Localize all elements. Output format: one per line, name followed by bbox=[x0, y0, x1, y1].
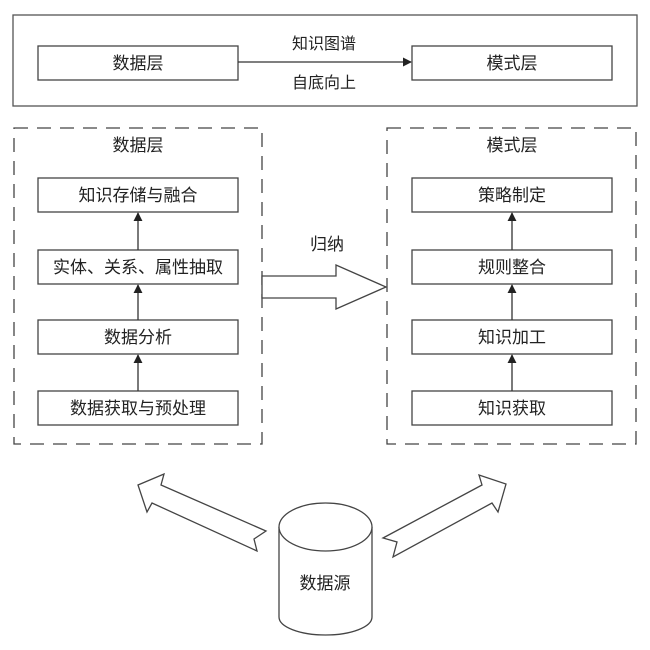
induction-label: 归纳 bbox=[310, 235, 344, 255]
cylinder-top bbox=[278, 502, 373, 552]
overview-schema-layer-box bbox=[411, 45, 613, 81]
cylinder-body bbox=[278, 527, 373, 636]
schema-layer-title: 模式层 bbox=[487, 136, 538, 156]
data-source-label: 数据源 bbox=[300, 574, 351, 594]
schema-step-label: 规则整合 bbox=[478, 258, 546, 278]
data-step-label: 数据获取与预处理 bbox=[70, 399, 206, 419]
data-source-cylinder: 数据源 bbox=[278, 502, 373, 636]
data-layer-panel: 数据层 知识存储与融合 实体、关系、属性抽取 数据分析 数据获取与预处理 bbox=[13, 127, 263, 445]
data-step-label: 实体、关系、属性抽取 bbox=[53, 258, 223, 278]
schema-step-label: 策略制定 bbox=[478, 186, 546, 206]
data-step-label: 知识存储与融合 bbox=[79, 186, 198, 206]
schema-step-box bbox=[411, 177, 613, 213]
overview-panel: 数据层 模式层 知识图谱 自底向上 bbox=[12, 14, 638, 107]
schema-layer-panel: 模式层 策略制定 规则整合 知识加工 知识获取 bbox=[386, 127, 637, 445]
block-arrow-up-left-icon bbox=[137, 472, 268, 553]
schema-step-label: 知识加工 bbox=[478, 328, 546, 348]
block-arrow-right-icon bbox=[261, 264, 388, 310]
schema-layer-frame bbox=[386, 127, 637, 445]
overview-data-layer-label: 数据层 bbox=[113, 54, 164, 74]
overview-schema-layer-label: 模式层 bbox=[487, 54, 538, 74]
data-step-label: 数据分析 bbox=[104, 328, 172, 348]
block-arrow-up-right-icon bbox=[381, 473, 507, 559]
knowledge-graph-label: 知识图谱 bbox=[292, 34, 356, 53]
overview-data-layer-box bbox=[37, 45, 239, 81]
data-step-box bbox=[37, 177, 239, 213]
overview-frame bbox=[12, 14, 638, 107]
bottom-up-label: 自底向上 bbox=[292, 73, 356, 92]
induction-arrow: 归纳 bbox=[261, 235, 388, 310]
data-layer-frame bbox=[13, 127, 263, 445]
data-layer-title: 数据层 bbox=[113, 136, 164, 156]
schema-step-label: 知识获取 bbox=[478, 399, 546, 419]
